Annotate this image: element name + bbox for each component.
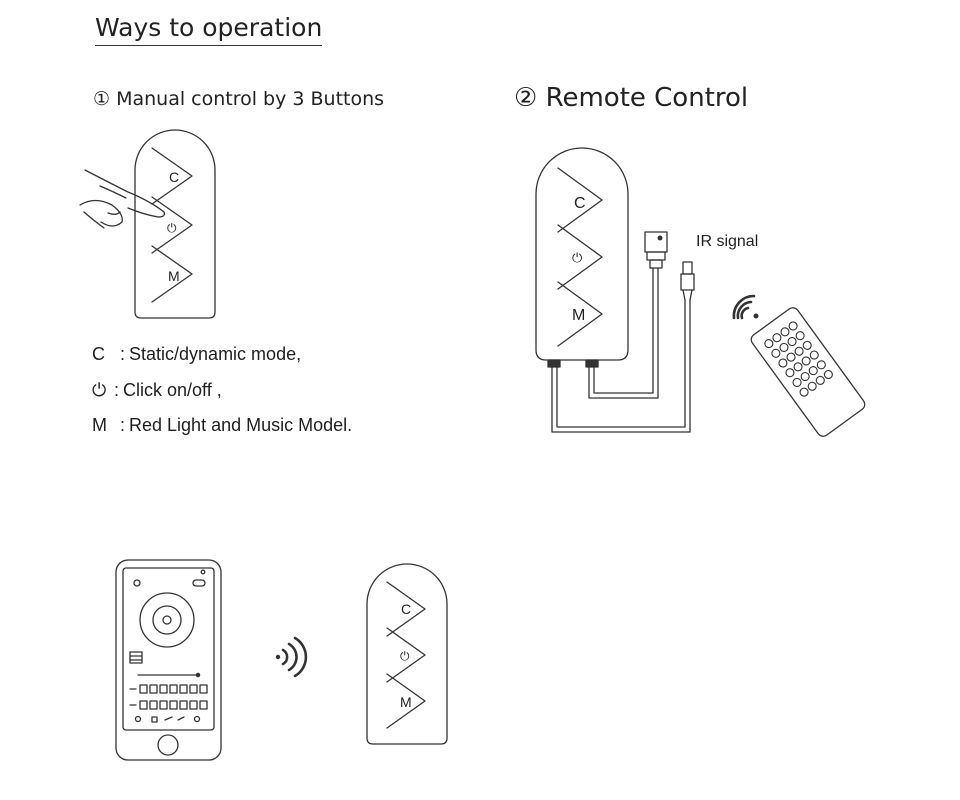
ir-signal-label: IR signal xyxy=(696,233,759,250)
legend-item-power: ⏻:Click on/off , xyxy=(92,380,222,400)
app-button-c-label: C xyxy=(401,601,411,617)
manual-button-m-label: M xyxy=(168,268,180,284)
app-power-icon: ⏻ xyxy=(400,649,410,663)
app-button-m-label: M xyxy=(400,694,412,710)
ir-remote-icon xyxy=(750,307,866,437)
legend-item-c: C:Static/dynamic mode, xyxy=(92,344,302,364)
manual-power-icon: ⏻ xyxy=(167,221,177,235)
finger-press-icon xyxy=(79,169,166,229)
remote-power-icon: ⏻ xyxy=(572,251,582,266)
smartphone-app-icon xyxy=(115,559,222,761)
manual-button-c-label: C xyxy=(169,169,179,185)
controller-app xyxy=(366,563,448,745)
legend-item-m: M:Red Light and Music Model. xyxy=(92,415,353,435)
remote-button-m-label: M xyxy=(572,307,585,324)
controller-remote xyxy=(535,147,695,433)
controller-manual xyxy=(134,129,216,319)
remote-button-c-label: C xyxy=(574,195,586,212)
section-remote-title: ② Remote Control xyxy=(514,83,749,113)
wireless-signal-icon xyxy=(732,294,756,320)
section-manual-title: ① Manual control by 3 Buttons xyxy=(93,88,385,110)
bluetooth-signal-icon xyxy=(281,636,308,678)
page-title: Ways to operation xyxy=(95,12,323,46)
